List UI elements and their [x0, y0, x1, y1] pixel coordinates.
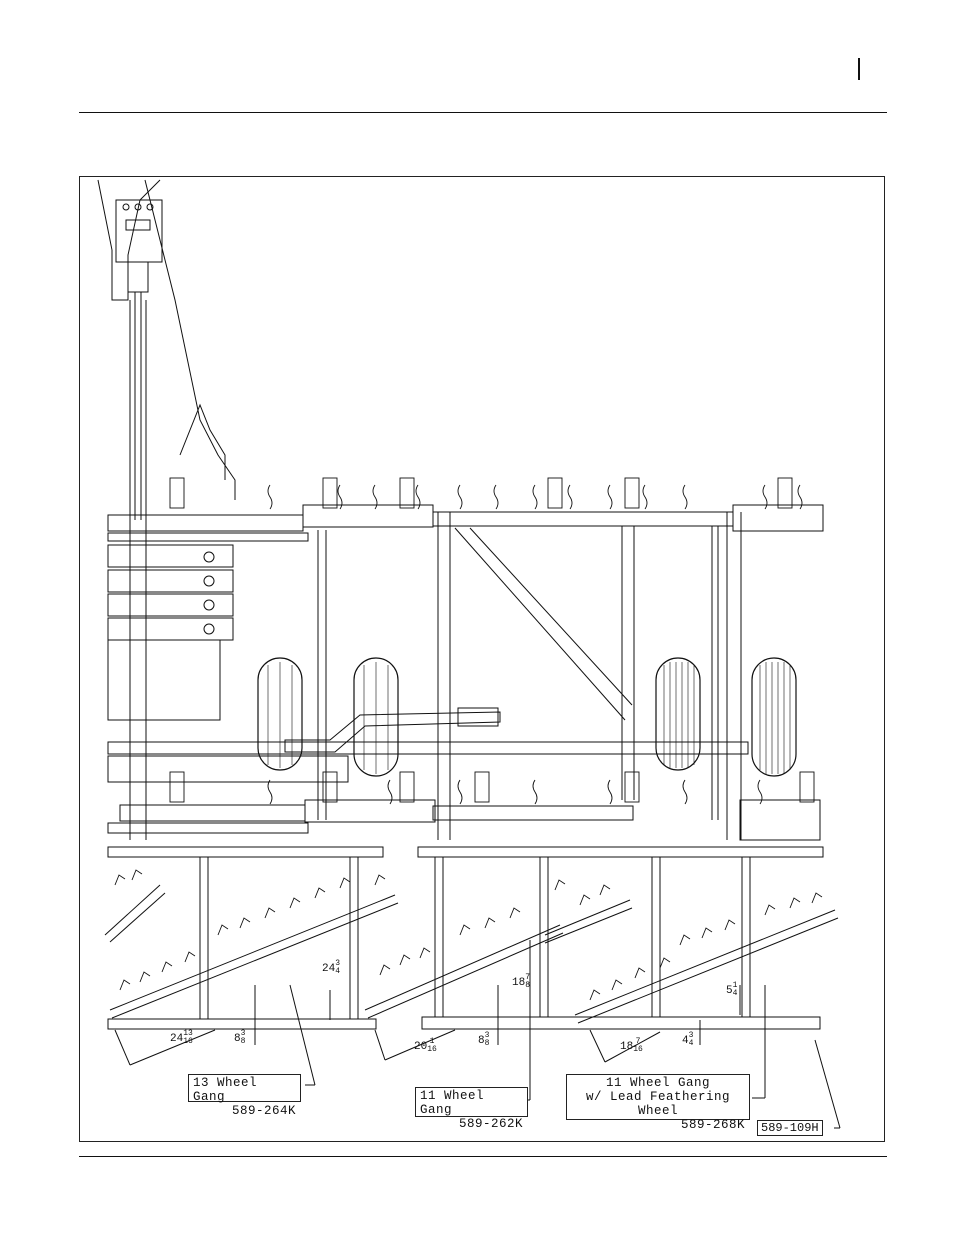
callout-11-wheel-gang-lead-feathering: 11 Wheel Gang w/ Lead Feathering Wheel 5…	[566, 1074, 750, 1120]
callout-part-number: 589-264K	[193, 1104, 296, 1118]
figure-part-number: 589-109H	[757, 1120, 823, 1136]
callout-11-wheel-gang: 11 Wheel Gang 589-262K	[415, 1087, 528, 1117]
callout-part-number: 589-262K	[420, 1117, 523, 1131]
callout-13-wheel-gang: 13 Wheel Gang 589-264K	[188, 1074, 301, 1102]
callout-title: 11 Wheel Gang	[571, 1076, 745, 1090]
callout-part-number: 589-268K	[571, 1118, 745, 1132]
callout-subtitle: w/ Lead Feathering Wheel	[571, 1090, 745, 1118]
callout-title: 11 Wheel Gang	[420, 1089, 523, 1117]
callout-title: 13 Wheel Gang	[193, 1076, 296, 1104]
